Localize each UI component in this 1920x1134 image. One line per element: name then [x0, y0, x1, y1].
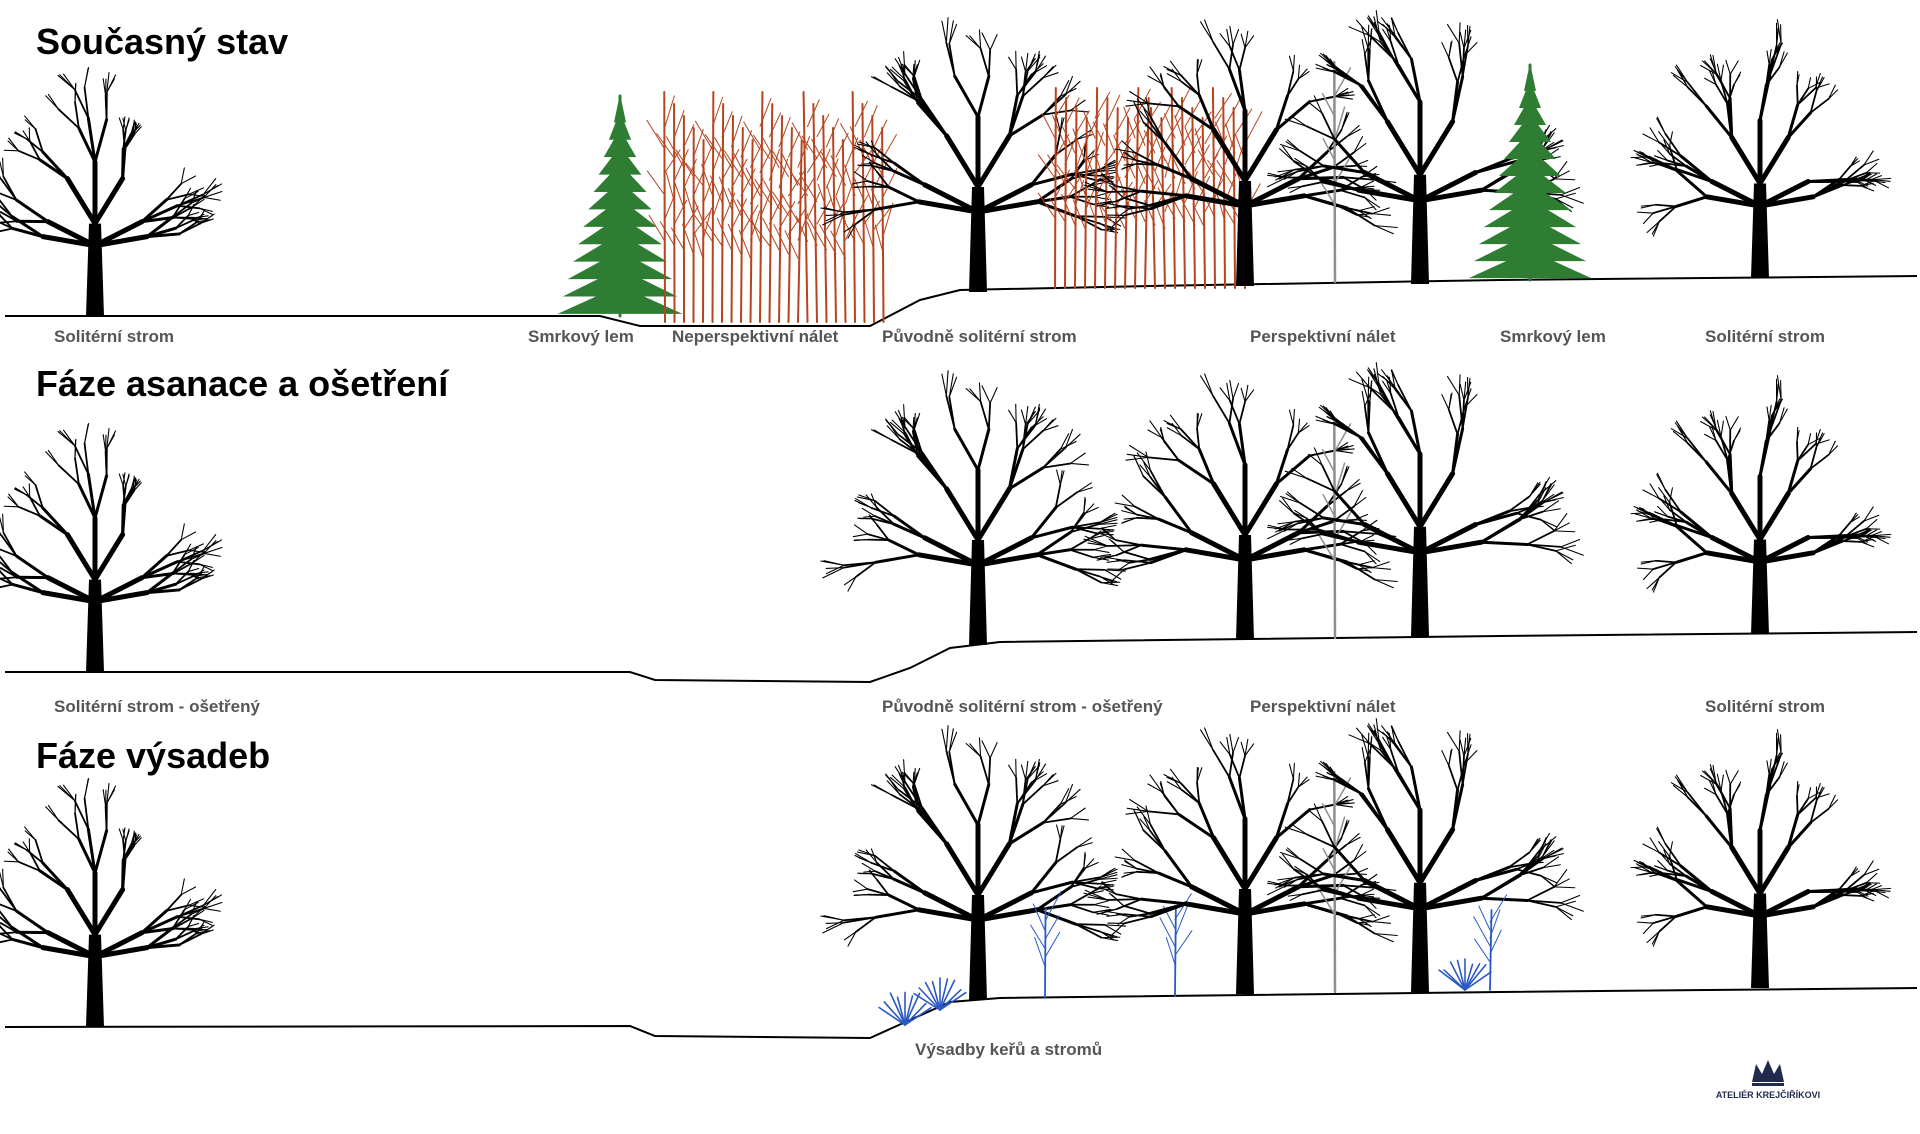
- ground-line-sanitation: [5, 631, 1918, 684]
- weed-sapling: [665, 115, 699, 323]
- formerly-solitary-tree-1: [820, 17, 1127, 292]
- planted-shrub: [913, 977, 967, 1011]
- section-title-planting: Fáze výsadeb: [36, 735, 270, 776]
- label-solitary-tree-2: Solitérní strom: [1705, 327, 1825, 346]
- label-spruce-edge-2: Smrkový lem: [1500, 327, 1606, 346]
- label-formerly-solitary-tree: Původně solitérní strom: [882, 327, 1077, 346]
- weed-sapling: [751, 103, 784, 323]
- formerly-solitary-treated: [820, 370, 1127, 645]
- label-unpromising-growth: Neperspektivní nálet: [672, 327, 839, 346]
- label-promising-growth: Perspektivní nálet: [1250, 327, 1396, 346]
- solitary-tree-6: [1630, 729, 1892, 988]
- planted-sapling: [1473, 894, 1508, 991]
- solitary-tree-2: [1630, 19, 1892, 278]
- crown-icon: [1752, 1060, 1784, 1086]
- atelier-logo: ATELIÉR KREJČIŘÍKOVI: [1716, 1060, 1820, 1100]
- label-solitary-tree-3: Solitérní strom: [1705, 697, 1825, 716]
- planted-sapling: [1159, 893, 1193, 997]
- weed-sapling: [840, 91, 874, 323]
- section-title-current: Současný stav: [36, 21, 288, 62]
- section-title-sanitation: Fáze asanace a ošetření: [36, 363, 449, 404]
- promising-sapling-3: [1317, 770, 1352, 994]
- label-solitary-tree: Solitérní strom: [54, 327, 174, 346]
- spruce-2: [1468, 63, 1592, 282]
- tree-3c: [1267, 718, 1584, 992]
- ground-line-current: [5, 275, 1918, 327]
- weed-sapling: [1092, 94, 1123, 289]
- tree-3b: [1083, 727, 1399, 994]
- promising-sapling-2: [1317, 416, 1352, 640]
- weed-sapling: [675, 127, 711, 323]
- weed-sapling: [723, 127, 759, 323]
- solitary-tree-4: [1630, 375, 1892, 634]
- weed-sapling: [1047, 97, 1083, 289]
- solitary-tree-treated: [0, 423, 223, 672]
- weed-sapling: [743, 91, 772, 323]
- label-plantings: Výsadby keřů a stromů: [915, 1040, 1102, 1059]
- label-promising-growth-2: Perspektivní nálet: [1250, 697, 1396, 716]
- weed-sapling: [1082, 87, 1111, 289]
- weed-sapling: [694, 91, 724, 323]
- planted-shrub: [1438, 958, 1492, 991]
- weed-sapling: [1169, 97, 1202, 289]
- tree-1b: [1083, 19, 1399, 286]
- label-solitary-tree-treated: Solitérní strom - ošetřený: [54, 697, 260, 716]
- label-spruce-edge: Smrkový lem: [528, 327, 634, 346]
- spruce-1: [557, 94, 683, 318]
- planted-shrub: [878, 991, 932, 1026]
- weed-sapling: [685, 139, 714, 323]
- label-formerly-solitary-treated: Původně solitérní strom - ošetřený: [882, 697, 1163, 716]
- weed-sapling: [646, 91, 681, 323]
- planted-sapling: [1030, 890, 1062, 999]
- treated-tree-2: [1083, 373, 1399, 640]
- formerly-solitary-3: [820, 725, 1127, 1000]
- logo-text: ATELIÉR KREJČIŘÍKOVI: [1716, 1089, 1820, 1100]
- weed-sapling: [762, 115, 796, 323]
- solitary-tree-5: [0, 778, 223, 1027]
- treated-tree-3: [1267, 362, 1584, 636]
- solitary-tree-1: [0, 67, 223, 316]
- trees-layer: [0, 10, 1892, 1027]
